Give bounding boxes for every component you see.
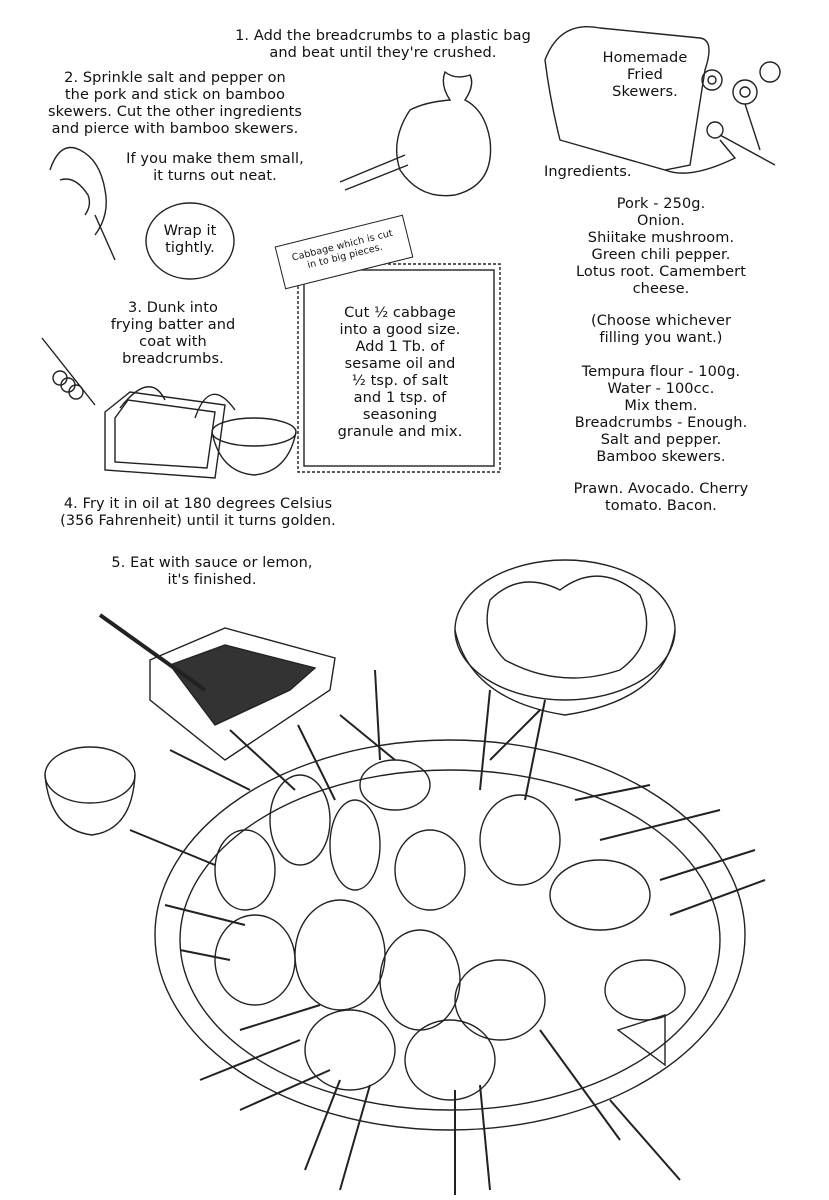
skewer-sketch-icon [701, 61, 781, 166]
cabbage-box-frame [297, 263, 501, 473]
step-1: 1. Add the breadcrumbs to a plastic bag … [235, 28, 531, 61]
step-3: 3. Dunk into frying batter and coat with… [110, 300, 236, 367]
ingredients-fillings: Pork - 250g. Onion. Shiitake mushroom. G… [575, 196, 747, 297]
step-5: 5. Eat with sauce or lemon, it's finishe… [111, 555, 313, 588]
step-2: 2. Sprinkle salt and pepper on the pork … [47, 70, 303, 137]
bubble-text: Wrap it tightly. [163, 223, 217, 256]
ingredients-batter: Tempura flour - 100g. Water - 100cc. Mix… [574, 364, 748, 465]
ingredients-label: Ingredients. [544, 164, 632, 180]
food-illustration [44, 559, 766, 1195]
recipe-title: Homemade Fried Skewers. [602, 50, 688, 100]
ingredients-extras: Prawn. Avocado. Cherry tomato. Bacon. [573, 481, 749, 514]
speech-bubble [145, 202, 235, 280]
title-scroll [544, 26, 737, 174]
batter-trays [41, 337, 297, 479]
ingredients-note: (Choose whichever filling you want.) [590, 313, 732, 346]
breadcrumb-bag [339, 70, 492, 197]
step-4: 4. Fry it in oil at 180 degrees Celsius … [60, 496, 336, 529]
hand-sketch [49, 146, 116, 261]
cabbage-instructions: Cut ½ cabbage into a good size. Add 1 Tb… [337, 305, 463, 440]
tip-text: If you make them small, it turns out nea… [126, 151, 304, 184]
